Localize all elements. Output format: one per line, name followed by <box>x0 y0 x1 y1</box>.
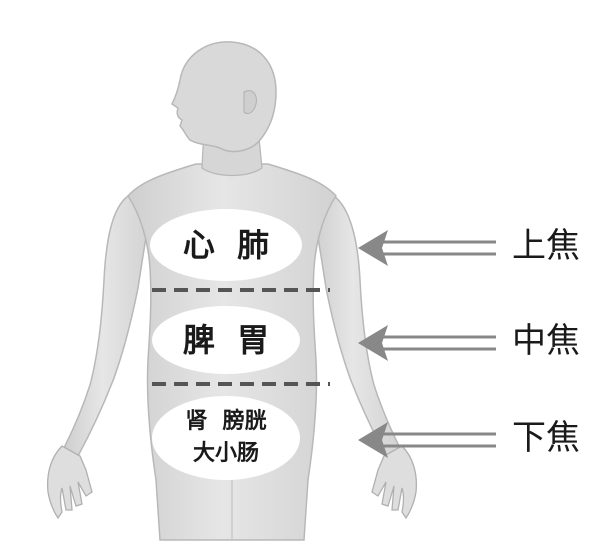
zone-label-lower: 下焦 <box>512 418 580 458</box>
double-arrow-left-icon <box>358 325 496 361</box>
middle-organs-label: 脾 胃 <box>183 321 269 359</box>
middle-jiao-region: 脾 胃 <box>152 306 300 374</box>
lower-organ-ellipse <box>152 396 300 480</box>
lower-jiao-region: 肾 膀胱 大小肠 <box>152 396 300 480</box>
upper-organ-ellipse <box>150 209 302 281</box>
upper-jiao-region: 心 肺 <box>150 209 302 281</box>
left-hand <box>46 445 93 520</box>
left-arm <box>63 195 151 458</box>
middle-organ-ellipse <box>152 306 300 374</box>
ear <box>243 90 257 115</box>
zone-label-upper: 上焦 <box>512 226 580 266</box>
head <box>171 41 277 153</box>
lower-organs-label-1: 肾 膀胱 <box>185 408 266 434</box>
zone-label-middle: 中焦 <box>512 321 580 361</box>
upper-organs-label: 心 肺 <box>183 226 269 264</box>
double-arrow-left-icon <box>358 422 496 458</box>
double-arrow-left-icon <box>358 230 496 266</box>
lower-organs-label-2: 大小肠 <box>193 441 259 466</box>
right-hand <box>371 445 418 520</box>
